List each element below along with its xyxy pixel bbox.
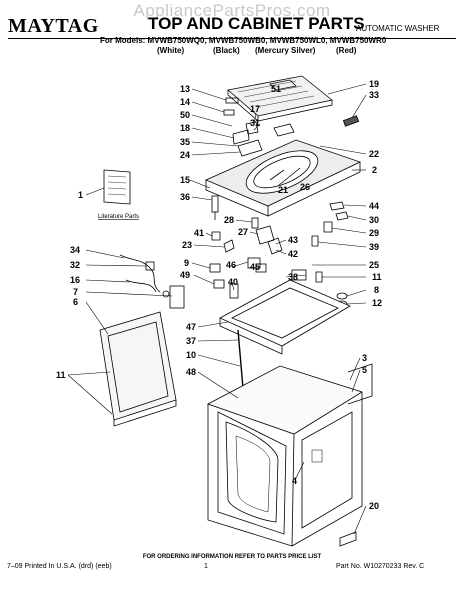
switch-27-drawing — [255, 225, 275, 245]
callout-labels: 13 14 50 17 31 18 35 24 51 19 33 22 2 15… — [56, 79, 382, 511]
diagram-artwork — [99, 75, 373, 547]
top-panel-drawing — [204, 139, 362, 217]
callout-29: 29 — [369, 228, 379, 238]
lid-drawing — [227, 75, 333, 122]
page-title: TOP AND CABINET PARTS — [148, 14, 365, 33]
ordering-note: FOR ORDERING INFORMATION REFER TO PARTS … — [142, 554, 322, 560]
literature-drawing — [103, 169, 131, 205]
side-panel-drawing — [347, 363, 373, 405]
bracket-41-drawing — [211, 231, 221, 241]
callout-9: 9 — [184, 258, 189, 268]
callout-43: 43 — [288, 235, 298, 245]
callout-44: 44 — [369, 201, 379, 211]
callout-22: 22 — [369, 149, 379, 159]
callout-25: 25 — [369, 260, 379, 270]
callout-34: 34 — [70, 245, 80, 255]
lid-clip-drawing — [225, 97, 239, 104]
top-ring-drawing — [219, 279, 351, 355]
callout-7: 7 — [73, 287, 78, 297]
color-white: (White) — [157, 46, 185, 55]
callout-6: 6 — [73, 297, 78, 307]
wire-harness-drawing — [119, 254, 185, 309]
callout-37: 37 — [186, 336, 196, 346]
callout-39: 39 — [369, 242, 379, 252]
callout-45: 45 — [250, 262, 260, 272]
callout-31: 31 — [250, 118, 260, 128]
callout-2: 2 — [372, 165, 377, 175]
callout-33: 33 — [369, 90, 379, 100]
clip-9-drawing — [209, 263, 221, 273]
callout-47: 47 — [186, 322, 196, 332]
hinge-pin-drawing — [342, 115, 360, 127]
callout-49: 49 — [180, 270, 190, 280]
screw-11-drawing — [315, 271, 323, 283]
callout-40: 40 — [228, 277, 238, 287]
callout-12: 12 — [372, 298, 382, 308]
callout-38: 38 — [288, 272, 298, 282]
callout-1: 1 — [78, 190, 83, 200]
lid-hinge-drawing — [245, 121, 259, 135]
callout-10: 10 — [186, 350, 196, 360]
callout-24: 24 — [180, 150, 190, 160]
color-mercury-silver: (Mercury Silver) — [255, 46, 316, 55]
color-black: (Black) — [213, 46, 240, 55]
cabinet-drawing — [207, 365, 363, 547]
callout-11-lower: 11 — [56, 370, 66, 380]
callout-5: 5 — [362, 365, 367, 375]
callout-48: 48 — [186, 367, 196, 377]
leader-lines — [67, 83, 367, 535]
callout-14: 14 — [180, 97, 190, 107]
page-subtitle: AUTOMATIC WASHER — [356, 24, 440, 33]
lid-lock-46-drawing — [247, 257, 261, 269]
callout-4: 4 — [292, 476, 297, 486]
callout-51: 51 — [271, 84, 281, 94]
foot-8-drawing — [336, 292, 348, 300]
color-red: (Red) — [336, 46, 357, 55]
header-divider — [8, 38, 456, 39]
callout-21: 21 — [278, 185, 288, 195]
callout-27: 27 — [238, 227, 248, 237]
callout-16: 16 — [70, 275, 80, 285]
callout-26: 26 — [300, 182, 310, 192]
callout-18: 18 — [180, 123, 190, 133]
callout-19: 19 — [369, 79, 379, 89]
callout-41: 41 — [194, 228, 204, 238]
callout-42: 42 — [288, 249, 298, 259]
screw-28-drawing — [251, 217, 259, 229]
callout-3: 3 — [362, 353, 367, 363]
page-number: 1 — [204, 563, 208, 570]
callout-50: 50 — [180, 110, 190, 120]
callout-13: 13 — [180, 84, 190, 94]
callout-28: 28 — [224, 215, 234, 225]
callout-36: 36 — [180, 192, 190, 202]
callout-20: 20 — [369, 501, 379, 511]
callout-17: 17 — [250, 104, 260, 114]
literature-label: Literature Parts — [98, 214, 139, 220]
callout-23: 23 — [182, 240, 192, 250]
callout-15: 15 — [180, 175, 190, 185]
print-info: 7–09 Printed In U.S.A. (drd) (eeb) — [7, 563, 112, 570]
callout-30: 30 — [369, 215, 379, 225]
watermark: AppliancePartsPros.com — [133, 1, 331, 20]
part-number: Part No. W10270233 Rev. C — [336, 563, 425, 570]
callout-46: 46 — [226, 260, 236, 270]
callout-32: 32 — [70, 260, 80, 270]
screw-36-drawing — [211, 195, 219, 213]
model-list: For Models: MVWB750WQ0, MVWB750WB0, MVWB… — [100, 36, 387, 45]
screw-29-drawing — [323, 221, 333, 233]
pad-44-drawing — [329, 201, 345, 211]
brand-logo: MAYTAG — [8, 15, 99, 37]
callout-35: 35 — [180, 137, 190, 147]
rear-panel-drawing — [99, 311, 177, 427]
callout-11: 11 — [372, 272, 382, 282]
callout-8: 8 — [374, 285, 379, 295]
